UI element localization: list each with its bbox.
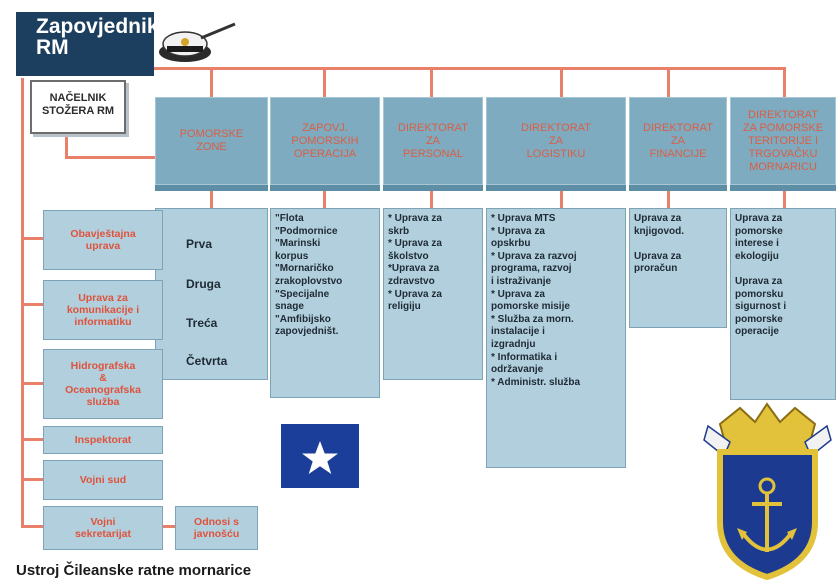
connector-drop-1 [210, 67, 213, 97]
connector-col-drop-6 [783, 190, 786, 208]
connector-trunk-to-left-2 [21, 303, 43, 306]
left-unit-military-secretariat: Vojni sekretarijat [43, 506, 163, 550]
connector-trunk-to-left-5 [21, 478, 43, 481]
connector-chief-to-headers [65, 156, 160, 159]
left-unit-label: Vojni sekretarijat [74, 516, 132, 540]
operations-units-box: "Flota "Podmornice "Marinski korpus "Mor… [270, 208, 380, 398]
header-direktorat-logistiku: DIREKTORAT ZA LOGISTIKU [486, 97, 626, 185]
connector-drop-2 [323, 67, 326, 97]
left-unit-label: Hidrografska & Oceanografska služba [65, 360, 141, 408]
commander-box: Zapovjednik RM [16, 12, 159, 76]
left-unit-intelligence: Obavještajna uprava [43, 210, 163, 270]
zone-item: Treća [186, 316, 218, 330]
finance-units-box: Uprava za knjigovod. Uprava za proračun [629, 208, 727, 328]
header-label: DIREKTORAT ZA POMORSKE TERITORIJE I TRGO… [742, 108, 824, 173]
personnel-units-list: * Uprava za skrb * Uprava za školstvo *U… [388, 213, 442, 313]
public-relations-label: Odnosi s javnošću [193, 516, 240, 540]
commander-cap-icon [155, 18, 237, 66]
header-label: DIREKTORAT ZA PERSONAL [398, 121, 468, 160]
left-unit-label: Obavještajna uprava [70, 228, 136, 252]
connector-col-drop-1 [210, 190, 213, 208]
header-zapovj-pomorskih-operacija: ZAPOVJ. POMORSKIH OPERACIJA [270, 97, 380, 185]
maritime-units-list: Uprava za pomorske interese i ekologiju … [735, 213, 787, 338]
logistics-units-list: * Uprava MTS * Uprava za opskrbu * Uprav… [491, 213, 581, 388]
connector-top-horizontal [155, 67, 785, 70]
left-unit-label: Vojni sud [79, 474, 127, 486]
connector-col-drop-4 [560, 190, 563, 208]
commander-label: Zapovjednik RM [36, 15, 159, 59]
chile-flag-star-icon [281, 424, 359, 488]
connector-drop-4 [560, 67, 563, 97]
left-unit-label: Inspektorat [74, 434, 132, 446]
connector-secretariat-to-pr [163, 525, 175, 528]
left-unit-hydrographic: Hidrografska & Oceanografska služba [43, 349, 163, 419]
zone-item: Prva [186, 237, 213, 251]
header-label: DIREKTORAT ZA LOGISTIKU [521, 121, 591, 160]
zones-box: Prva Druga Treća Četvrta [155, 208, 268, 380]
connector-col-drop-5 [667, 190, 670, 208]
personnel-units-box: * Uprava za skrb * Uprava za školstvo *U… [383, 208, 483, 380]
header-direktorat-pomorske-teritorije: DIREKTORAT ZA POMORSKE TERITORIJE I TRGO… [730, 97, 836, 185]
navy-coat-of-arms-icon [700, 402, 835, 581]
connector-trunk-to-left-1 [21, 237, 43, 240]
connector-trunk-to-left-3 [21, 382, 43, 385]
zone-item: Četvrta [186, 354, 228, 368]
chief-of-staff-box: NAČELNIK STOŽERA RM [30, 80, 126, 134]
connector-col-drop-2 [323, 190, 326, 208]
header-label: DIREKTORAT ZA FINANCIJE [643, 121, 713, 160]
maritime-units-box: Uprava za pomorske interese i ekologiju … [730, 208, 836, 400]
left-unit-label: Uprava za komunikacije i informatiku [66, 292, 140, 328]
connector-trunk-to-left-6 [21, 525, 43, 528]
left-unit-communications: Uprava za komunikacije i informatiku [43, 280, 163, 340]
header-direktorat-personal: DIREKTORAT ZA PERSONAL [383, 97, 483, 185]
header-label: ZAPOVJ. POMORSKIH OPERACIJA [291, 121, 359, 160]
connector-drop-3 [430, 67, 433, 97]
operations-units-list: "Flota "Podmornice "Marinski korpus "Mor… [275, 213, 343, 338]
figure-caption: Ustroj Čileanske ratne mornarice [16, 562, 252, 579]
connector-drop-5 [667, 67, 670, 97]
chief-of-staff-label: NAČELNIK STOŽERA RM [41, 92, 115, 117]
left-unit-military-court: Vojni sud [43, 460, 163, 500]
header-label: POMORSKE ZONE [179, 128, 244, 153]
header-direktorat-financije: DIREKTORAT ZA FINANCIJE [629, 97, 727, 185]
connector-chief-down [65, 133, 68, 159]
connector-col-drop-3 [430, 190, 433, 208]
zone-item: Druga [186, 277, 221, 291]
public-relations-box: Odnosi s javnošću [175, 506, 258, 550]
header-pomorske-zone: POMORSKE ZONE [155, 97, 268, 185]
connector-trunk-to-left-4 [21, 438, 43, 441]
finance-units-list: Uprava za knjigovod. Uprava za proračun [634, 213, 684, 275]
connector-drop-6 [783, 67, 786, 97]
left-unit-inspectorate: Inspektorat [43, 426, 163, 454]
logistics-units-box: * Uprava MTS * Uprava za opskrbu * Uprav… [486, 208, 626, 468]
